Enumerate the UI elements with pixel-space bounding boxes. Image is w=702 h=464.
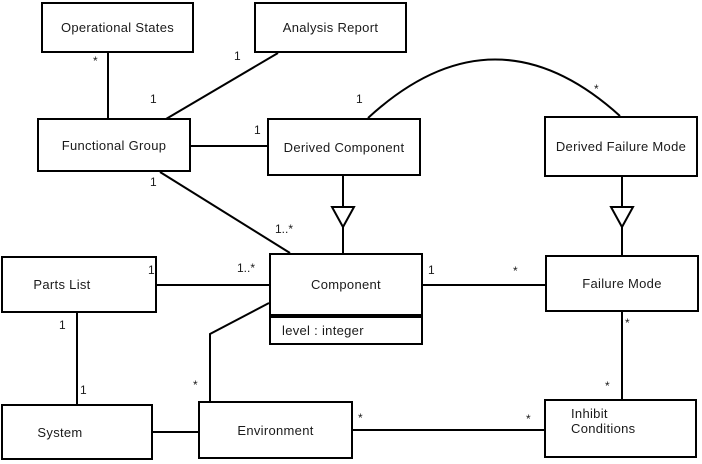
- multiplicity-label: *: [513, 264, 518, 278]
- multiplicity-label: 1: [356, 92, 363, 106]
- multiplicity-label: 1: [254, 123, 261, 137]
- class-name-label: Functional Group: [61, 137, 167, 153]
- class-system[interactable]: System: [1, 404, 153, 460]
- class-parts-list[interactable]: Parts List: [1, 256, 157, 313]
- class-name-label: Failure Mode: [582, 276, 662, 291]
- assoc-functional-group-component: [159, 171, 291, 254]
- class-name-label: Derived Failure Mode: [555, 139, 687, 154]
- multiplicity-label: *: [358, 411, 363, 425]
- multiplicity-label: 1: [150, 175, 157, 189]
- class-name-label: System: [37, 424, 83, 440]
- class-attribute-label: level : integer: [282, 323, 364, 338]
- class-name-label: Component: [311, 277, 381, 292]
- multiplicity-label: 1: [234, 49, 241, 63]
- class-name-label: Environment: [237, 422, 314, 438]
- multiplicity-label: 1: [59, 318, 66, 332]
- multiplicity-label: *: [193, 378, 198, 392]
- class-functional-group[interactable]: Functional Group: [37, 118, 191, 172]
- multiplicity-label: 1: [150, 92, 157, 106]
- multiplicity-label: 1: [148, 263, 155, 277]
- multiplicity-label: *: [526, 412, 531, 426]
- class-operational-states[interactable]: Operational States: [41, 2, 194, 53]
- class-name-label: Parts List: [33, 277, 91, 292]
- multiplicity-label: 1..*: [275, 222, 294, 236]
- class-inhibit-conditions[interactable]: Inhibit Conditions: [544, 399, 697, 458]
- class-name-label: Derived Component: [283, 139, 405, 155]
- class-name-compartment: Component: [271, 255, 421, 318]
- multiplicity-label: *: [93, 54, 98, 68]
- class-name-label: Inhibit Conditions: [571, 406, 636, 436]
- multiplicity-label: *: [594, 82, 599, 96]
- assoc-analysis-report-functional-group: [165, 52, 279, 120]
- class-derived-failure-mode[interactable]: Derived Failure Mode: [544, 116, 698, 177]
- multiplicity-label: 1: [428, 263, 435, 277]
- class-failure-mode[interactable]: Failure Mode: [545, 255, 699, 312]
- multiplicity-label: *: [625, 316, 630, 330]
- assoc-environment-component: [209, 302, 270, 401]
- multiplicity-label: *: [605, 379, 610, 393]
- class-analysis-report[interactable]: Analysis Report: [254, 2, 407, 53]
- generalization-triangle-icon: [330, 206, 356, 230]
- generalization-triangle-icon: [609, 206, 635, 230]
- class-name-label: Analysis Report: [282, 20, 379, 35]
- class-component[interactable]: Component level : integer: [269, 253, 423, 345]
- class-derived-component[interactable]: Derived Component: [267, 118, 421, 176]
- multiplicity-label: 1..*: [237, 261, 256, 275]
- class-environment[interactable]: Environment: [198, 401, 353, 459]
- class-name-label: Operational States: [60, 20, 175, 35]
- class-attributes-compartment: level : integer: [271, 318, 421, 343]
- assoc-arc-derived-component-derived-failure-mode: [367, 58, 621, 119]
- multiplicity-label: 1: [80, 383, 87, 397]
